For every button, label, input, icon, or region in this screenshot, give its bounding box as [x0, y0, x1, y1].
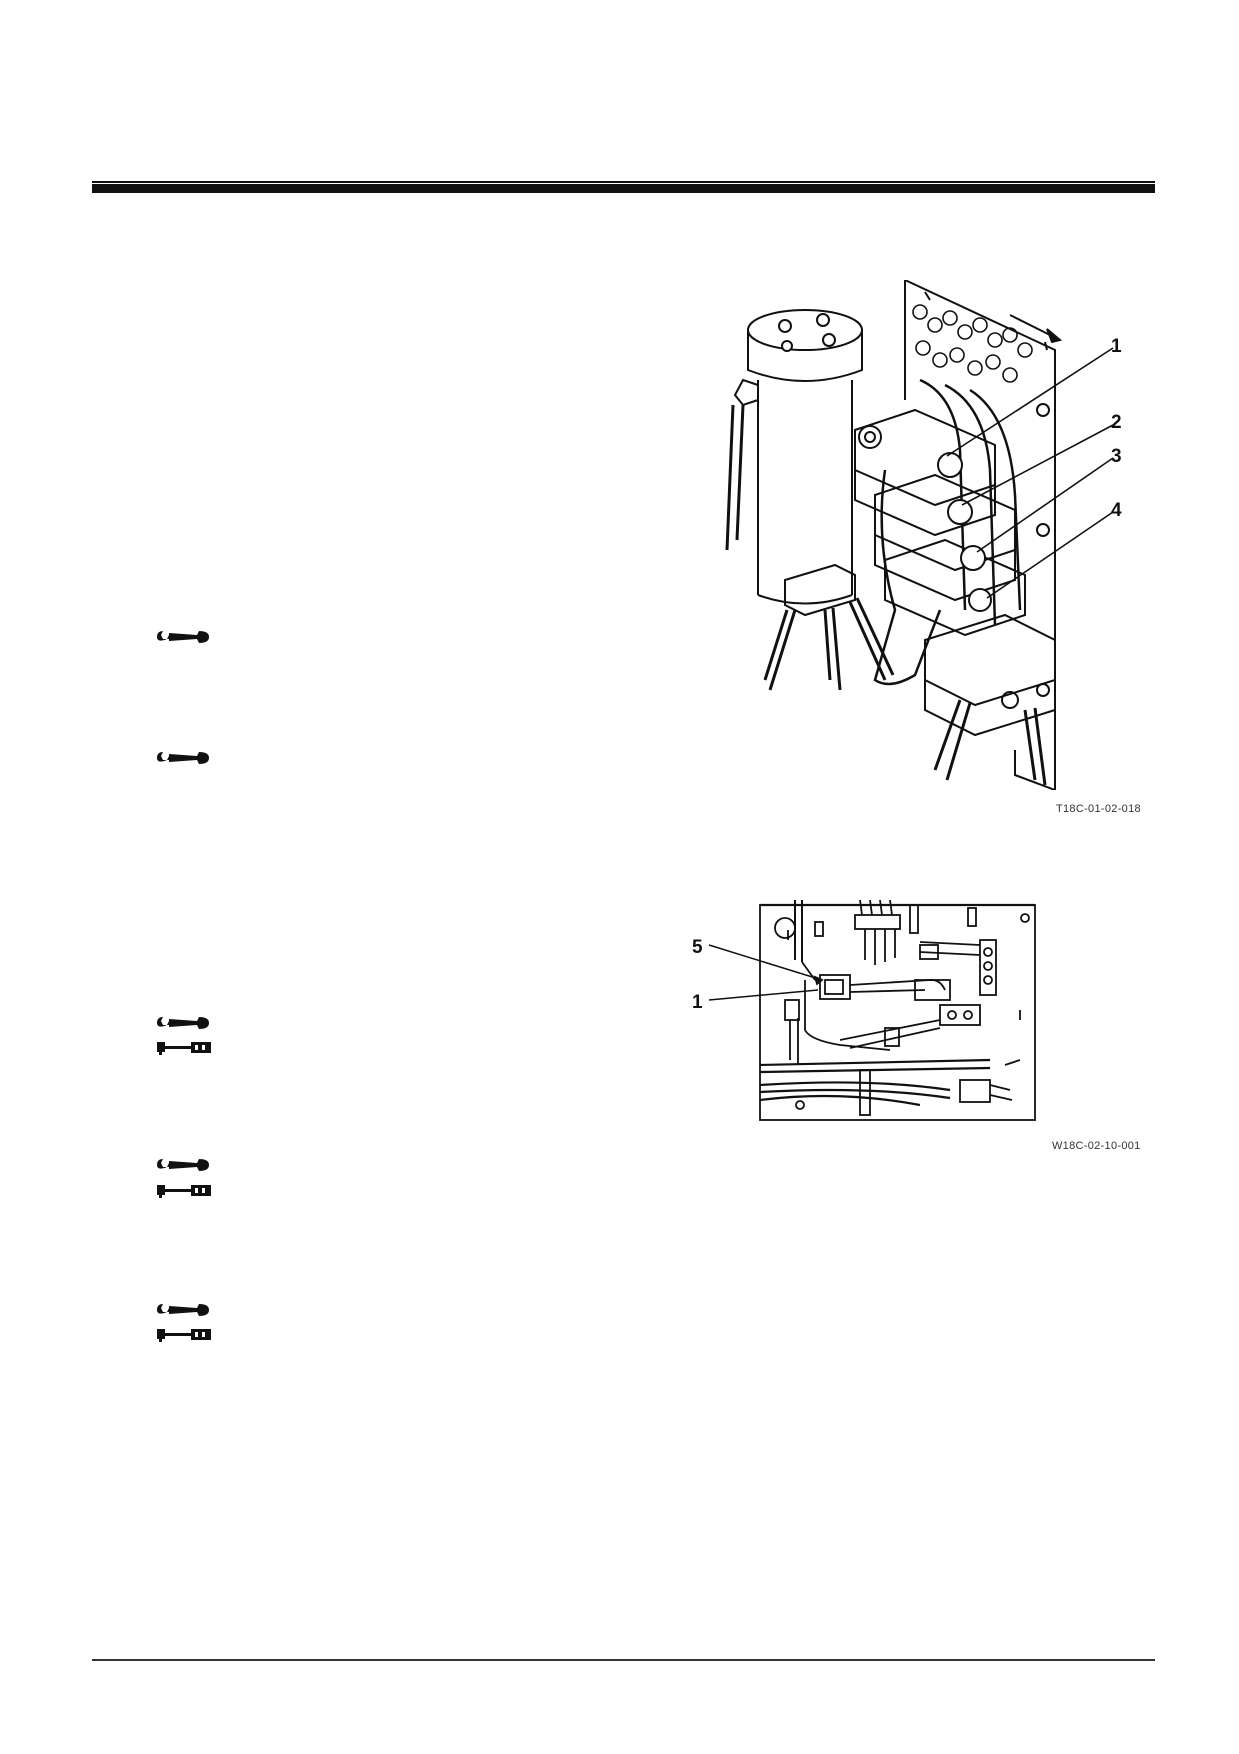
- wrench-icon: [155, 750, 211, 771]
- torque-wrench-icon: [155, 1183, 215, 1204]
- header-rule: [92, 184, 1155, 193]
- header-rule-thin: [92, 181, 1155, 183]
- wrench-icon: [155, 1302, 211, 1323]
- fig1-callout-2: 2: [1111, 412, 1122, 433]
- figure-code: T18C-01-02-018: [1056, 803, 1141, 815]
- figure-panel-top-view: 5 1: [690, 900, 1040, 1125]
- torque-wrench-icon: [155, 1040, 215, 1061]
- torque-wrench-icon: [155, 1327, 215, 1348]
- fig2-callout-1: 1: [692, 992, 703, 1013]
- footer-rule: [92, 1659, 1155, 1661]
- fig1-callout-3: 3: [1111, 446, 1122, 467]
- wrench-icon: [155, 1015, 211, 1036]
- wrench-icon: [155, 629, 211, 650]
- figure-code: W18C-02-10-001: [1052, 1140, 1141, 1152]
- fig1-callout-4: 4: [1111, 500, 1122, 521]
- fig1-callout-1: 1: [1111, 336, 1122, 357]
- figure-valve-assembly: 1 2 3 4: [725, 280, 1165, 790]
- wrench-icon: [155, 1157, 211, 1178]
- fig2-callout-5: 5: [692, 937, 703, 958]
